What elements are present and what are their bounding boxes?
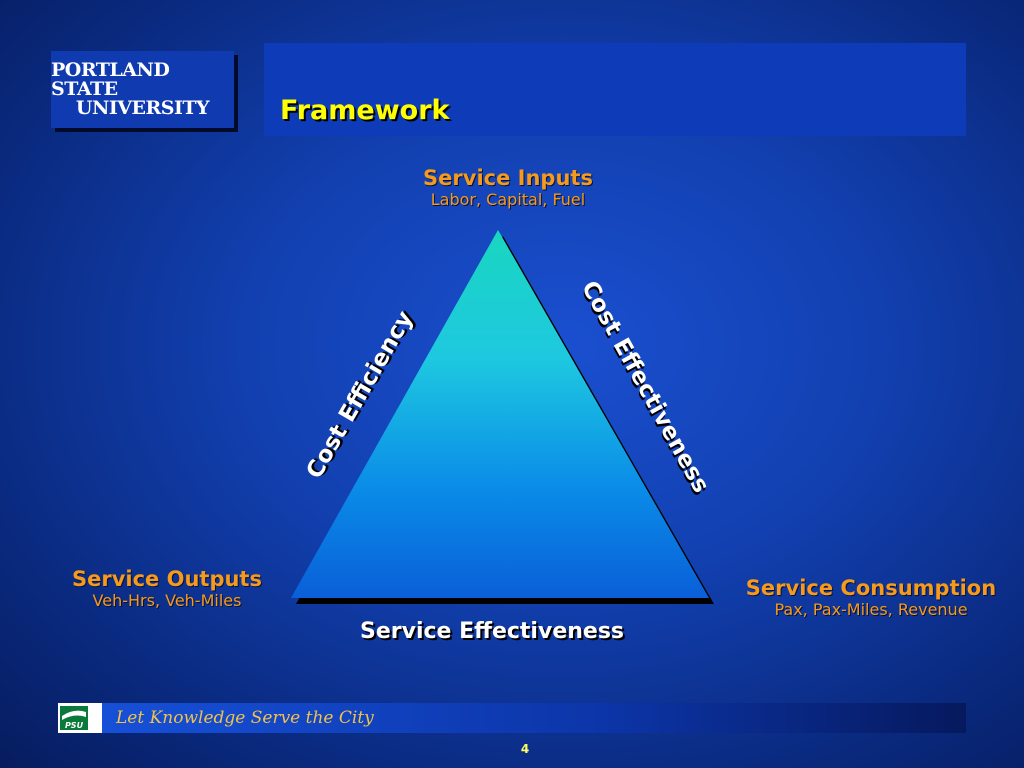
service-consumption-title: Service Consumption (745, 576, 997, 600)
service-outputs-node: Service Outputs Veh-Hrs, Veh-Miles (27, 567, 307, 610)
service-effectiveness-label: Service Effectiveness (359, 619, 625, 644)
slide-title: Framework (280, 95, 450, 126)
service-inputs-node: Service Inputs Labor, Capital, Fuel (358, 166, 658, 209)
service-outputs-title: Service Outputs (72, 567, 262, 591)
triangle-shape (291, 230, 709, 598)
service-consumption-node: Service Consumption Pax, Pax-Miles, Reve… (718, 576, 1024, 619)
service-consumption-subtitle: Pax, Pax-Miles, Revenue (774, 600, 968, 619)
title-bar: Framework (264, 43, 966, 136)
university-logo: PORTLAND STATE UNIVERSITY (51, 51, 234, 128)
service-outputs-subtitle: Veh-Hrs, Veh-Miles (92, 591, 242, 610)
logo-line-2: UNIVERSITY (75, 97, 210, 119)
psu-logo-icon: PSU (60, 706, 88, 730)
logo-line-1: PORTLAND STATE (51, 59, 170, 100)
service-inputs-subtitle: Labor, Capital, Fuel (430, 190, 586, 209)
service-inputs-title: Service Inputs (423, 166, 593, 190)
page-number: 4 (520, 742, 530, 756)
footer-bar: PSU Let Knowledge Serve the City (58, 703, 966, 733)
footer-tagline: Let Knowledge Serve the City (116, 708, 374, 728)
psu-logo-text: PSU (65, 721, 84, 730)
